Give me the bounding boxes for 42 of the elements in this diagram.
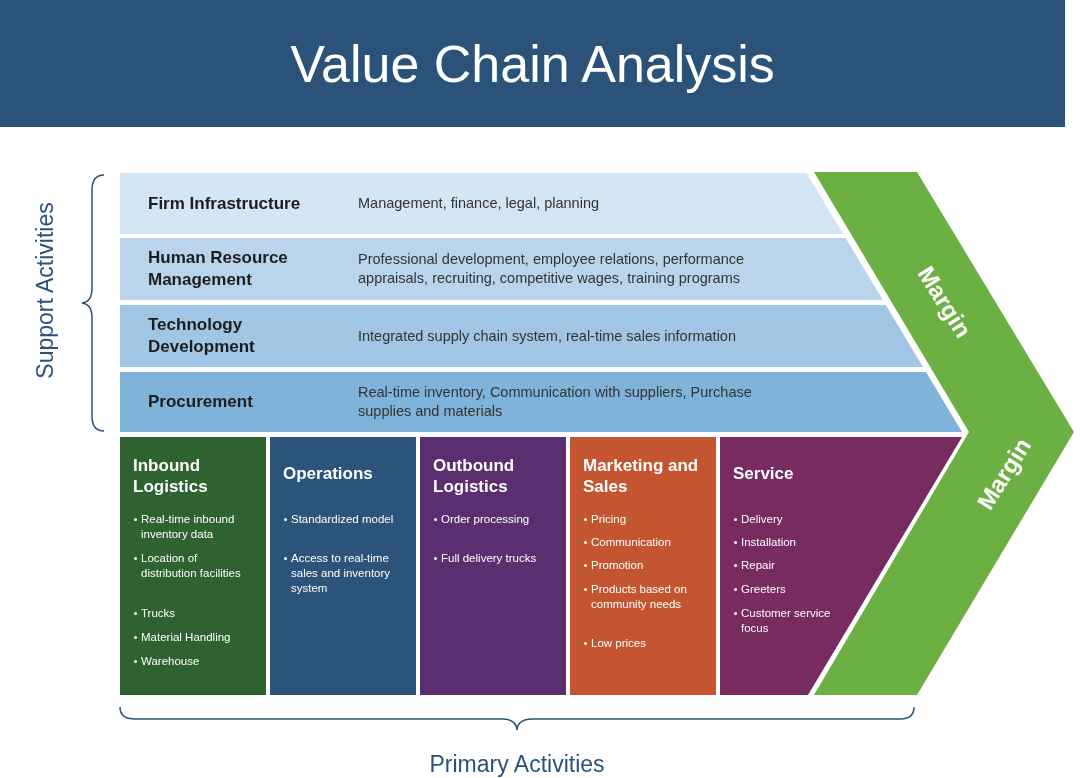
bullet-item: Access to real-time sales and inventory system <box>283 551 401 596</box>
bullet-item: Promotion <box>583 558 701 573</box>
group-label: Primary Activities <box>429 750 605 778</box>
support-activity-band <box>120 238 883 300</box>
activity-heading: Marketing and Sales <box>583 455 700 497</box>
activity-heading: Inbound Logistics <box>133 455 209 497</box>
primary-activity-column <box>120 437 266 695</box>
bullet-item: Order processing <box>433 512 551 527</box>
activity-description: Integrated supply chain system, real-time sales information <box>358 326 737 346</box>
bullet-item: Full delivery trucks <box>433 551 551 566</box>
primary-activity-column <box>570 437 716 695</box>
bullet-item: Real-time inbound inventory data <box>133 512 251 542</box>
support-activity-band <box>120 372 962 432</box>
activity-heading: Human Resource Management <box>148 247 289 291</box>
activity-description: Professional development, employee relations, performance appraisals, recruiting, competitive wages, training programs <box>358 250 746 288</box>
bullet-item: Low prices <box>583 636 701 651</box>
support-activity-band <box>120 173 844 234</box>
bullet-item: Standardized model <box>283 512 401 527</box>
activity-heading: Outbound Logistics <box>433 455 516 497</box>
activity-heading: Operations <box>283 463 374 484</box>
bullet-item: Warehouse <box>133 654 251 669</box>
primary-activity-column <box>270 437 416 695</box>
activity-heading: Technology Development <box>148 314 256 358</box>
activity-description: Real-time inventory, Communication with suppliers, Purchase supplies and materials <box>358 383 753 421</box>
bullet-item: Delivery <box>733 512 851 527</box>
bullet-item: Installation <box>733 535 851 550</box>
activity-heading: Service <box>733 463 795 484</box>
activity-heading: Firm Infrastructure <box>148 192 302 215</box>
bullet-item: Repair <box>733 558 851 573</box>
bullet-item: Pricing <box>583 512 701 527</box>
primary-activity-column <box>420 437 566 695</box>
bullet-item: Material Handling <box>133 630 251 645</box>
bullet-item: Greeters <box>733 582 851 597</box>
activity-heading: Procurement <box>148 391 254 413</box>
activity-description: Management, finance, legal, planning <box>358 194 601 213</box>
bullet-item: Communication <box>583 535 701 550</box>
title-banner: Value Chain Analysis <box>0 0 1065 127</box>
bullet-item: Customer service focus <box>733 606 851 636</box>
bullet-item: Trucks <box>133 606 251 621</box>
group-label: Support Activities <box>31 201 59 379</box>
bullet-item: Products based on community needs <box>583 582 701 612</box>
bullet-item: Location of distribution facilities <box>133 551 251 581</box>
